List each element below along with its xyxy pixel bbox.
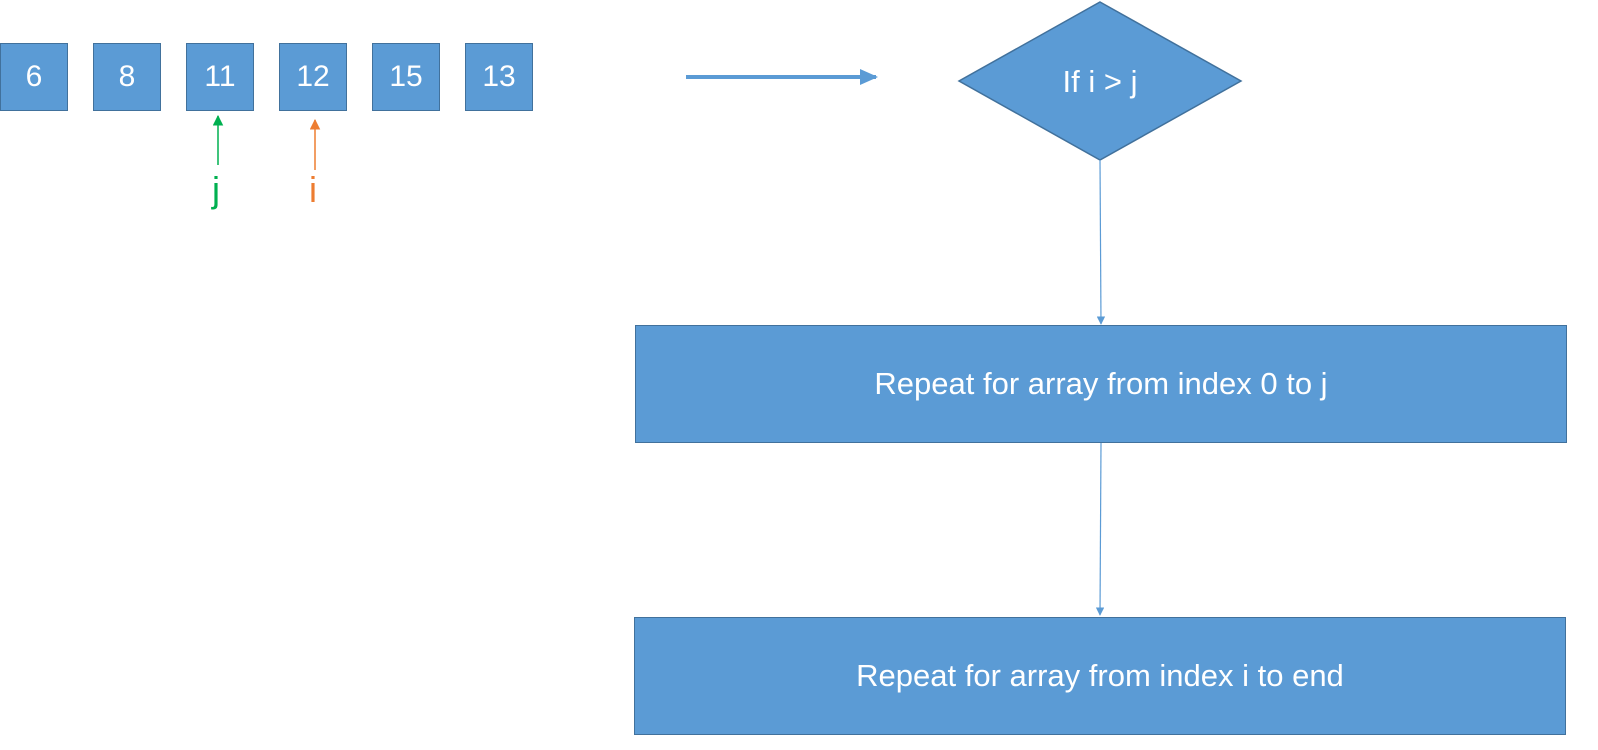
connector-decision-to-step1 <box>1096 159 1106 325</box>
connector-step1-to-step2 <box>1095 442 1105 616</box>
step-repeat-left: Repeat for array from index 0 to j <box>635 325 1567 443</box>
array-cell-2: 11 <box>186 43 254 111</box>
array-cell-5: 13 <box>465 43 533 111</box>
transition-arrowhead <box>860 69 878 85</box>
array-cell-1: 8 <box>93 43 161 111</box>
array-cell-4: 15 <box>372 43 440 111</box>
array-cell-3: 12 <box>279 43 347 111</box>
step-repeat-right: Repeat for array from index i to end <box>634 617 1566 735</box>
decision-label: If i > j <box>1062 64 1138 99</box>
i-pointer-label: i <box>309 169 317 210</box>
array-cell-0: 6 <box>0 43 68 111</box>
j-pointer-label: j <box>212 169 220 210</box>
